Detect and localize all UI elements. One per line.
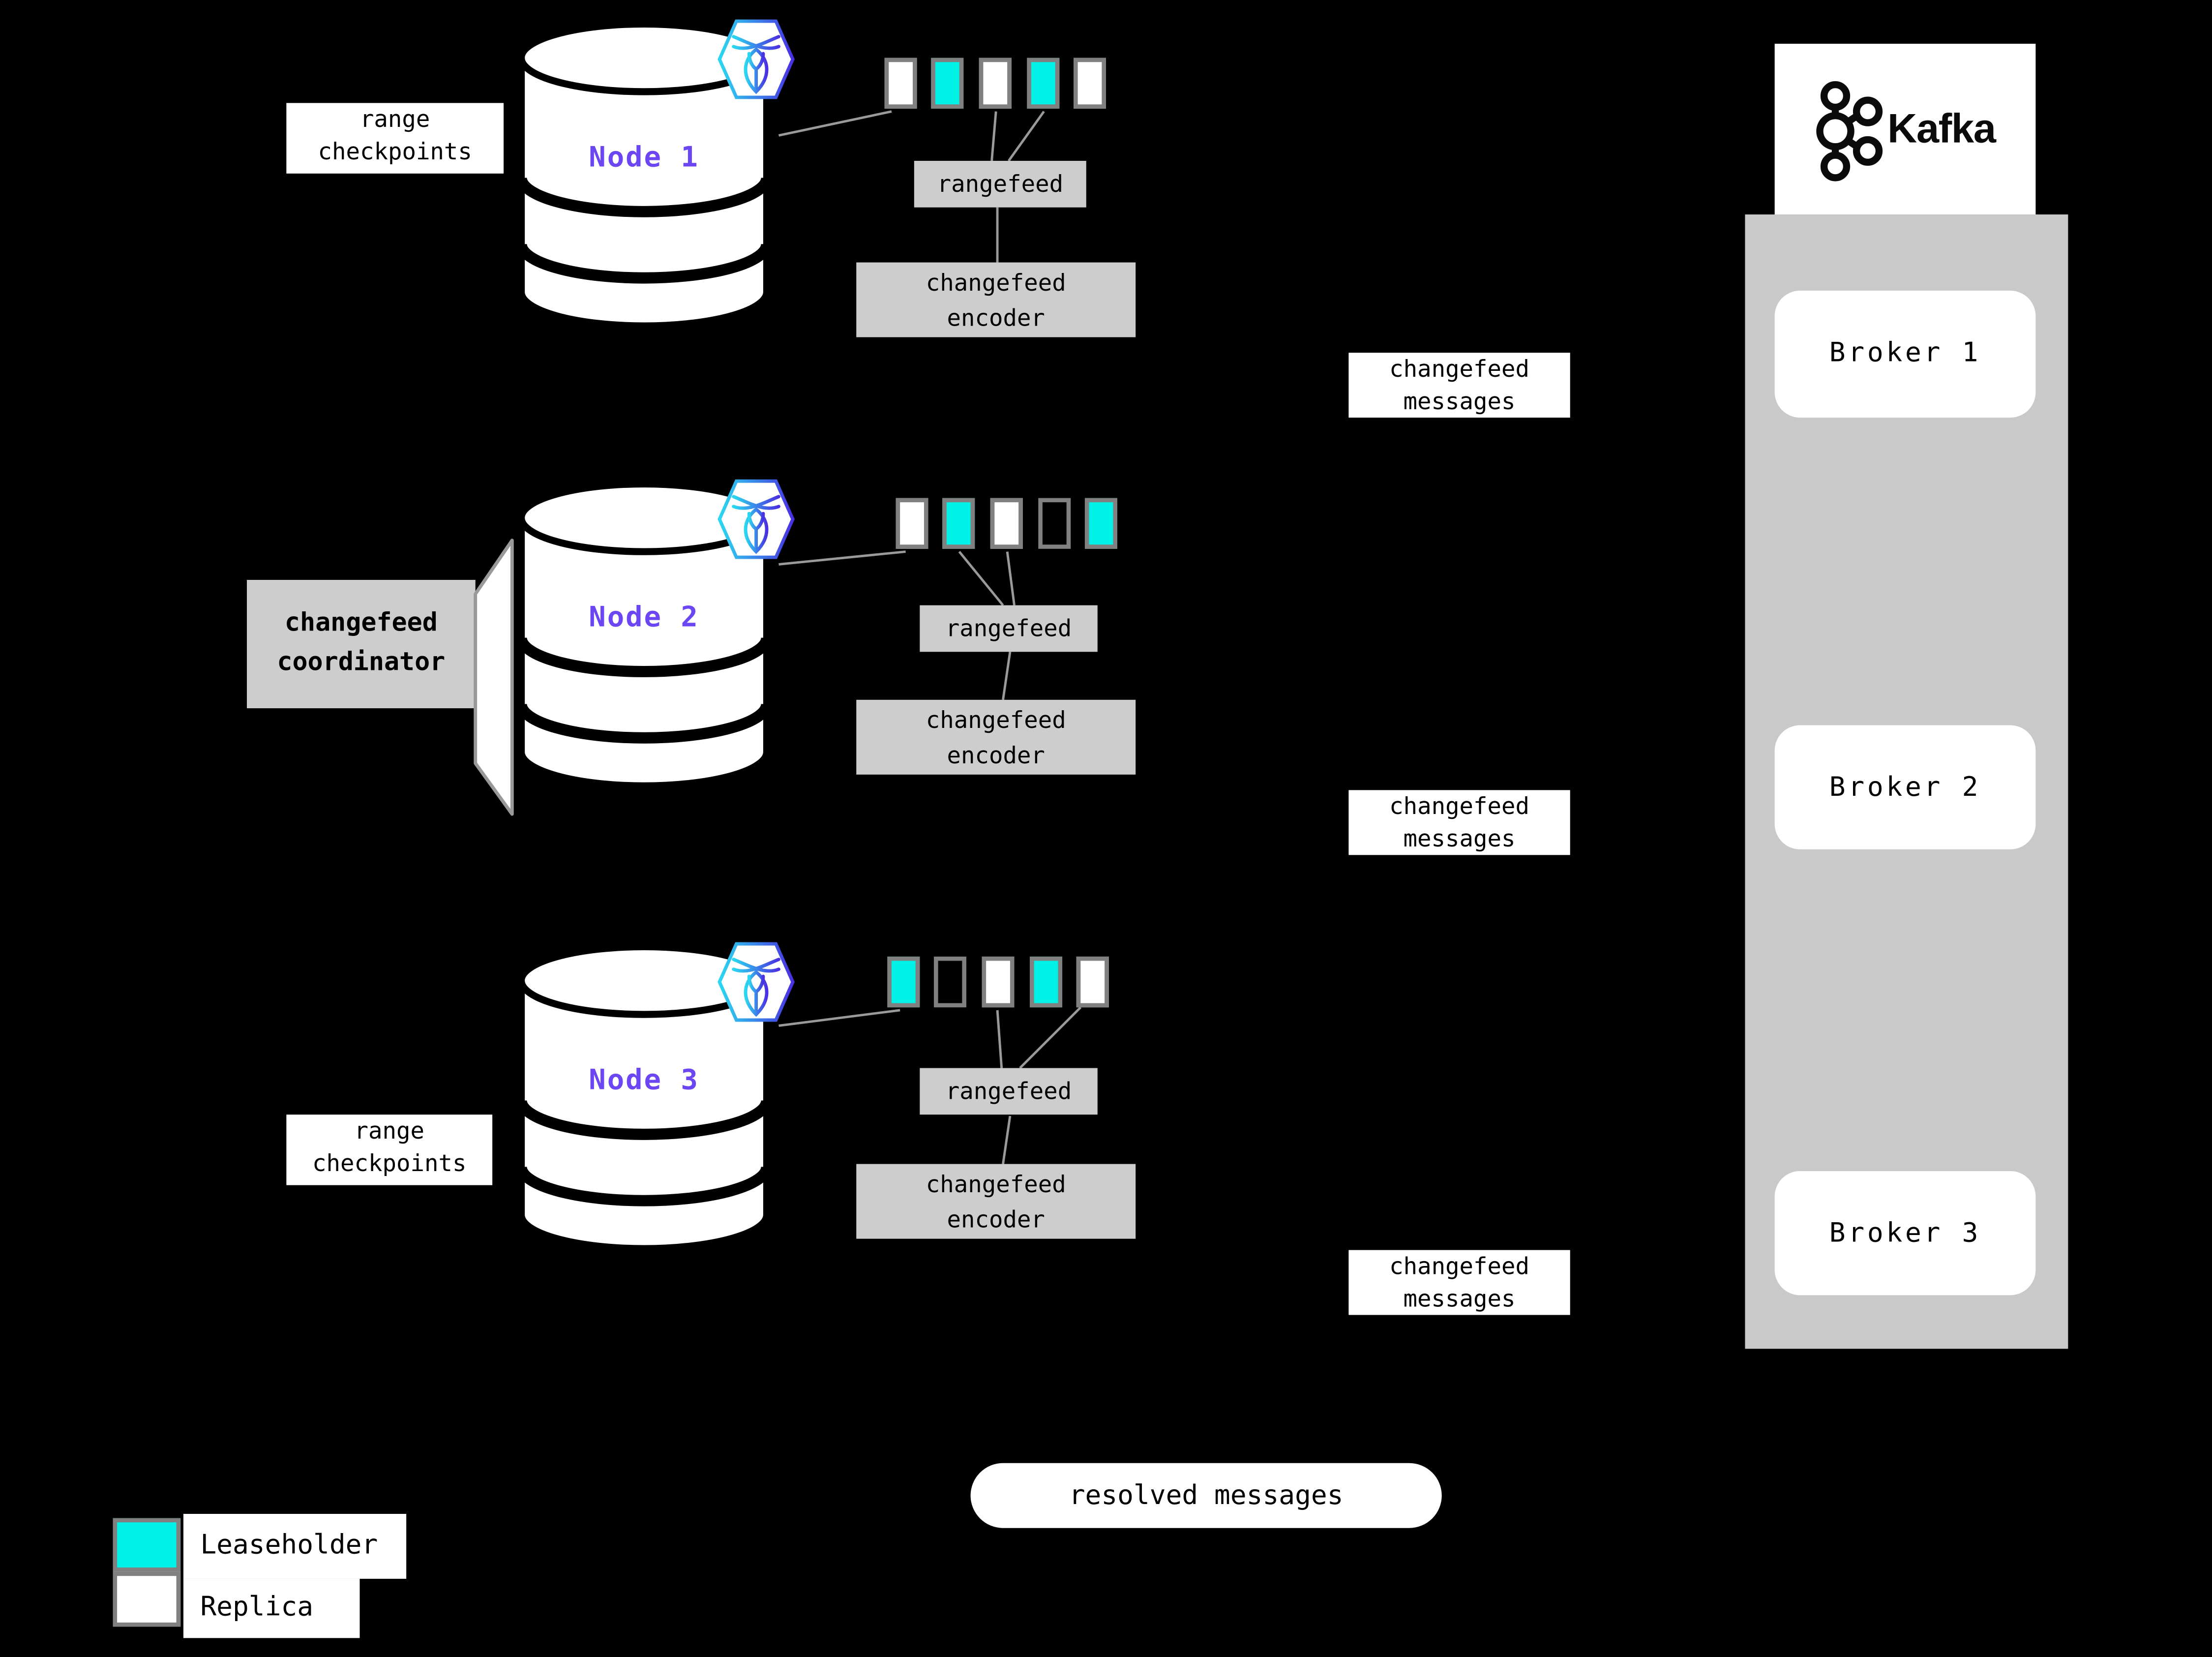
range-square [982, 956, 1015, 1008]
range-square [934, 956, 966, 1008]
range-square [896, 498, 928, 549]
legend-replica-label: Replica [183, 1578, 360, 1638]
cockroachdb-logo-icon [717, 479, 795, 559]
node3-label: Node 3 [589, 1063, 699, 1096]
range-square [1027, 58, 1060, 109]
range-checkpoints-label-node3: range checkpoints [286, 1115, 493, 1185]
changefeed-encoder-box-node1: changefeed encoder [856, 262, 1136, 337]
broker-2-box: Broker 2 [1774, 725, 2036, 849]
rangefeed-box-node2: rangefeed [920, 605, 1098, 652]
broker-1-box: Broker 1 [1774, 290, 2036, 418]
changefeed-messages-label-2: changefeed messages [1348, 790, 1570, 855]
kafka-logo-icon [1816, 81, 1883, 181]
broker-3-box: Broker 3 [1774, 1171, 2036, 1295]
coordinator-flag [474, 539, 514, 816]
range-checkpoints-label-node1: range checkpoints [286, 103, 504, 174]
rangefeed-box-node3: rangefeed [920, 1068, 1098, 1115]
changefeed-coordinator-label: changefeed coordinator [247, 579, 476, 709]
database-cylinder-node1: Node 1 [515, 20, 773, 330]
kafka-title: Kafka [1887, 107, 1996, 152]
resolved-messages-pill: resolved messages [970, 1463, 1442, 1528]
database-cylinder-node2: Node 2 [515, 480, 773, 789]
cockroachdb-logo-icon [717, 942, 795, 1022]
range-square [1074, 58, 1106, 109]
changefeed-encoder-box-node2: changefeed encoder [856, 699, 1136, 775]
cockroachdb-logo-icon [717, 19, 795, 99]
range-square [884, 58, 917, 109]
range-square [1084, 498, 1117, 549]
rangefeed-box-node1: rangefeed [914, 161, 1086, 208]
range-square [990, 498, 1023, 549]
range-square [931, 58, 964, 109]
database-cylinder-node3: Node 3 [515, 943, 773, 1252]
range-square [1076, 956, 1109, 1008]
range-square [1038, 498, 1071, 549]
range-square [942, 498, 975, 549]
changefeed-encoder-box-node3: changefeed encoder [856, 1164, 1136, 1239]
range-square [979, 58, 1012, 109]
node2-label: Node 2 [589, 601, 699, 633]
range-square [1030, 956, 1063, 1008]
changefeed-messages-label-1: changefeed messages [1348, 353, 1570, 418]
legend-replica-swatch [113, 1571, 181, 1627]
legend-leaseholder-swatch [113, 1518, 181, 1572]
changefeed-messages-label-3: changefeed messages [1348, 1250, 1570, 1315]
range-square [887, 956, 920, 1008]
node1-label: Node 1 [589, 140, 699, 173]
legend-leaseholder-label: Leaseholder [183, 1514, 407, 1579]
